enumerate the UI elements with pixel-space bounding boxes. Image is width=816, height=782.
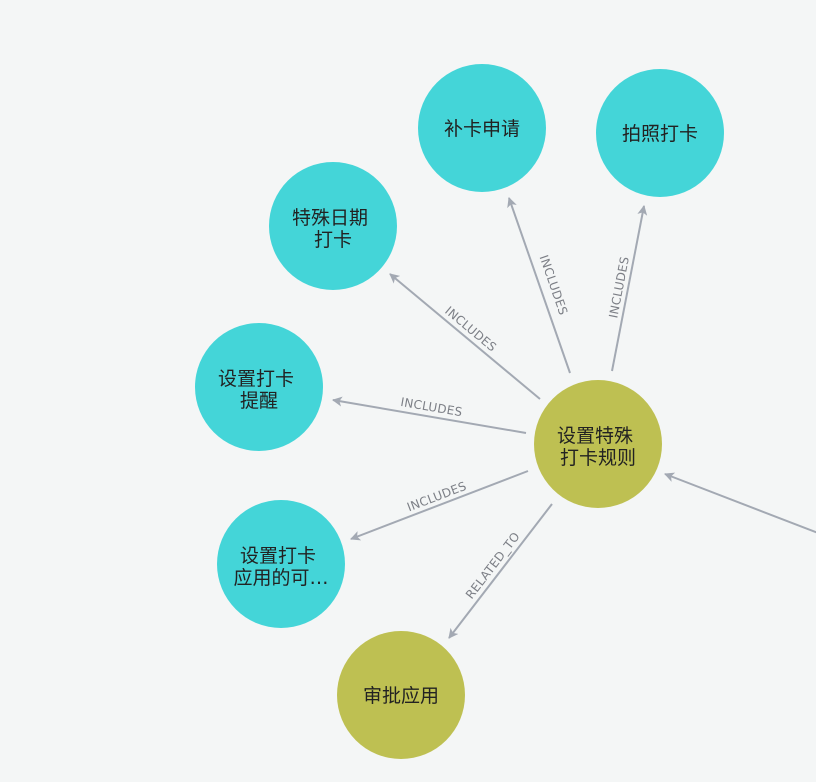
node-label: 拍照打卡	[622, 123, 698, 145]
node-yingyong[interactable]: 设置打卡 应用的可…	[217, 500, 345, 628]
edge-line[interactable]	[664, 472, 816, 534]
edge-includes-teshu[interactable]: INCLUDES	[389, 273, 541, 400]
edge-includes-paizhao[interactable]: INCLUDES	[606, 205, 648, 372]
node-paizhao[interactable]: 拍照打卡	[596, 69, 724, 197]
nodes-layer: 补卡申请 拍照打卡 特殊日期 打卡 设置打卡 提醒 设置	[195, 64, 724, 759]
node-label-line: 打卡	[314, 229, 352, 251]
node-label: 设置打卡 应用的可…	[233, 545, 328, 589]
node-label-line: 应用的可…	[233, 567, 328, 589]
node-label-line: 拍照打卡	[622, 123, 698, 145]
node-label-line: 打卡规则	[560, 447, 636, 469]
node-circle[interactable]	[195, 323, 323, 451]
node-circle[interactable]	[534, 380, 662, 508]
edge-includes-tixing[interactable]: INCLUDES	[332, 395, 527, 434]
node-label: 审批应用	[363, 685, 439, 707]
node-label: 设置特殊 打卡规则	[557, 425, 639, 469]
node-center-rule[interactable]: 设置特殊 打卡规则	[534, 380, 662, 508]
node-teshu[interactable]: 特殊日期 打卡	[269, 162, 397, 290]
node-circle[interactable]	[596, 69, 724, 197]
node-circle[interactable]	[217, 500, 345, 628]
node-label-line: 设置特殊	[557, 425, 633, 447]
node-shenpi[interactable]: 审批应用	[337, 631, 465, 759]
node-label-line: 提醒	[240, 390, 278, 412]
node-label-line: 特殊日期	[292, 207, 368, 229]
node-label-line: 补卡申请	[444, 118, 520, 140]
node-circle[interactable]	[269, 162, 397, 290]
edge-line[interactable]	[350, 470, 529, 541]
node-label: 补卡申请	[444, 118, 520, 140]
node-label-line: 设置打卡	[218, 368, 294, 390]
node-label-line: 审批应用	[363, 685, 439, 707]
node-label: 设置打卡 提醒	[218, 368, 300, 412]
node-buka[interactable]: 补卡申请	[418, 64, 546, 192]
edge-label-includes-buka: INCLUDES	[537, 253, 571, 317]
edge-line[interactable]	[448, 503, 553, 639]
node-label-line: 设置打卡	[240, 545, 316, 567]
node-label: 特殊日期 打卡	[292, 207, 374, 251]
edge-line[interactable]	[611, 205, 648, 372]
edge-includes-buka[interactable]: INCLUDES	[507, 197, 571, 374]
edge-label-includes-teshu: INCLUDES	[442, 304, 499, 355]
edge-includes-yingyong[interactable]: INCLUDES	[350, 470, 529, 541]
node-circle[interactable]	[337, 631, 465, 759]
edge-line[interactable]	[507, 197, 571, 374]
node-tixing[interactable]: 设置打卡 提醒	[195, 323, 323, 451]
edge-label-related-to-shenpi: RELATED_TO	[463, 529, 523, 601]
edge-label-includes-tixing: INCLUDES	[399, 395, 463, 419]
edge-line[interactable]	[389, 273, 541, 400]
edge-incoming-offscreen[interactable]	[664, 472, 816, 534]
edge-related-to-shenpi[interactable]: RELATED_TO	[448, 503, 553, 639]
edge-line[interactable]	[332, 396, 527, 434]
node-circle[interactable]	[418, 64, 546, 192]
